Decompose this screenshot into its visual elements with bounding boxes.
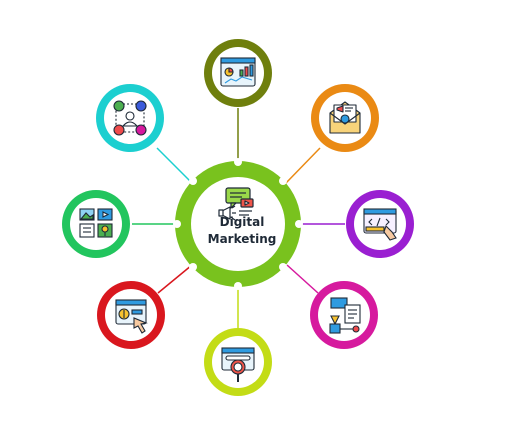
spoke-web-dev [346,190,414,258]
spoke-media [62,190,130,258]
spoke-analytics [204,39,272,107]
search-engine-icon [221,347,255,382]
hub-inner-circle [191,177,285,271]
connector-email [285,147,321,184]
hub-title-line2: Marketing [207,232,277,246]
hub-dot [234,158,242,166]
chat-megaphone-icon [218,187,254,221]
hub [173,158,303,290]
hub-dot [173,220,181,228]
connector-content [286,264,319,294]
analytics-dashboard-icon [220,57,256,87]
connectors [132,108,345,334]
spoke-content [310,281,378,349]
spoke-seo [204,328,272,396]
connector-social [156,147,193,184]
hub-dot [279,177,287,185]
hub-dot [189,177,197,185]
content-workflow-icon [329,297,361,334]
spoke-ppc [97,281,165,349]
spoke-social [96,84,164,152]
pay-per-click-icon [115,299,148,334]
email-marketing-icon [329,101,361,134]
hub-dot [234,282,242,290]
multimedia-content-icon [79,208,113,238]
hub-title: Digital Marketing [196,214,288,248]
hub-dot [189,263,197,271]
spoke-inner [318,289,370,341]
spoke-email [311,84,379,152]
hub-dots [173,158,303,290]
hub-title-line1: Digital [219,215,265,229]
spoke-inner [70,198,122,250]
web-development-icon [363,208,397,241]
hub-dot [295,220,303,228]
hub-dot [279,263,287,271]
connector-ppc [157,264,193,294]
social-media-icon [113,100,147,136]
